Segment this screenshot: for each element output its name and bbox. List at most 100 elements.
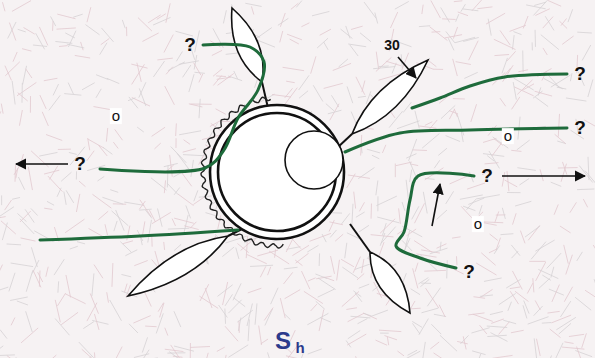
question-mark: ? [572, 118, 588, 138]
texture-line [527, 283, 533, 293]
texture-line [98, 176, 105, 181]
texture-line [113, 142, 118, 148]
texture-line [377, 196, 378, 211]
texture-line [278, 18, 288, 25]
texture-line [511, 150, 521, 151]
texture-line [0, 330, 7, 339]
texture-line [286, 356, 300, 358]
texture-line [475, 354, 481, 358]
texture-line [7, 243, 22, 245]
texture-line [290, 39, 299, 44]
texture-line [529, 261, 545, 262]
texture-line [183, 149, 196, 153]
texture-line [313, 85, 323, 101]
texture-line [319, 310, 324, 332]
texture-line [57, 281, 59, 292]
texture-line [191, 160, 194, 177]
texture-line [18, 29, 26, 32]
texture-line [126, 27, 127, 36]
texture-line [92, 320, 108, 324]
arrows [16, 57, 585, 226]
texture-line [390, 12, 397, 28]
texture-line [261, 339, 268, 344]
texture-line [156, 313, 163, 333]
texture-line [123, 241, 133, 244]
question-mark: ? [182, 35, 198, 55]
texture-line [88, 139, 104, 148]
texture-line [183, 155, 206, 156]
texture-line [566, 98, 586, 101]
texture-line [329, 220, 334, 231]
texture-line [219, 305, 228, 318]
texture-line [112, 211, 129, 226]
texture-line [453, 27, 457, 39]
texture-line [422, 134, 439, 149]
texture-line [564, 245, 569, 264]
texture-line [371, 204, 372, 219]
texture-line [87, 7, 91, 22]
texture-line [139, 82, 146, 97]
texture-line [280, 298, 285, 318]
texture-line [107, 78, 120, 83]
texture-line [395, 164, 396, 178]
texture-line [520, 231, 525, 244]
texture-line [5, 200, 12, 210]
texture-line [190, 346, 210, 348]
texture-line [434, 353, 447, 358]
texture-line [271, 288, 278, 304]
texture-line [158, 303, 164, 312]
texture-line [431, 324, 441, 334]
texture-line [157, 14, 166, 20]
texture-line [46, 267, 48, 277]
texture-line [134, 354, 149, 358]
texture-line [236, 248, 239, 259]
texture-line [348, 330, 360, 338]
texture-line [165, 86, 175, 105]
texture-line [47, 201, 54, 205]
texture-line [594, 279, 595, 299]
texture-line [494, 245, 500, 253]
texture-line [5, 62, 19, 76]
texture-line [511, 245, 520, 256]
texture-line [139, 201, 145, 209]
texture-line [152, 127, 165, 136]
texture-line [96, 75, 108, 80]
texture-line [225, 326, 238, 341]
texture-line [387, 337, 388, 345]
texture-line [212, 50, 222, 55]
texture-line [583, 199, 587, 207]
texture-line [413, 268, 418, 288]
texture-line [173, 356, 183, 357]
texture-line [411, 301, 415, 308]
texture-line [379, 330, 401, 331]
texture-line [367, 149, 380, 153]
texture-line [421, 308, 438, 313]
texture-line [0, 287, 8, 291]
texture-line [397, 351, 404, 356]
figure-label: S [273, 328, 293, 353]
texture-line [301, 23, 309, 27]
texture-line [184, 226, 198, 230]
figure-subscript: h [293, 340, 306, 356]
texture-line [360, 33, 371, 42]
texture-line [79, 181, 85, 187]
texture-line [359, 284, 369, 288]
texture-line [468, 313, 484, 315]
texture-line [223, 355, 226, 358]
texture-line [355, 293, 362, 302]
texture-line [296, 253, 309, 263]
texture-line [22, 49, 31, 51]
texture-line [20, 238, 35, 241]
texture-line [340, 29, 352, 38]
texture-line [536, 262, 546, 281]
texture-line [67, 44, 84, 48]
texture-line [228, 300, 241, 313]
texture-line [128, 98, 135, 101]
texture-line [491, 319, 503, 323]
texture-line [454, 109, 457, 117]
texture-line [184, 140, 191, 145]
texture-line [513, 213, 517, 224]
texture-line [396, 162, 412, 166]
texture-line [64, 94, 81, 96]
texture-line [500, 98, 506, 106]
